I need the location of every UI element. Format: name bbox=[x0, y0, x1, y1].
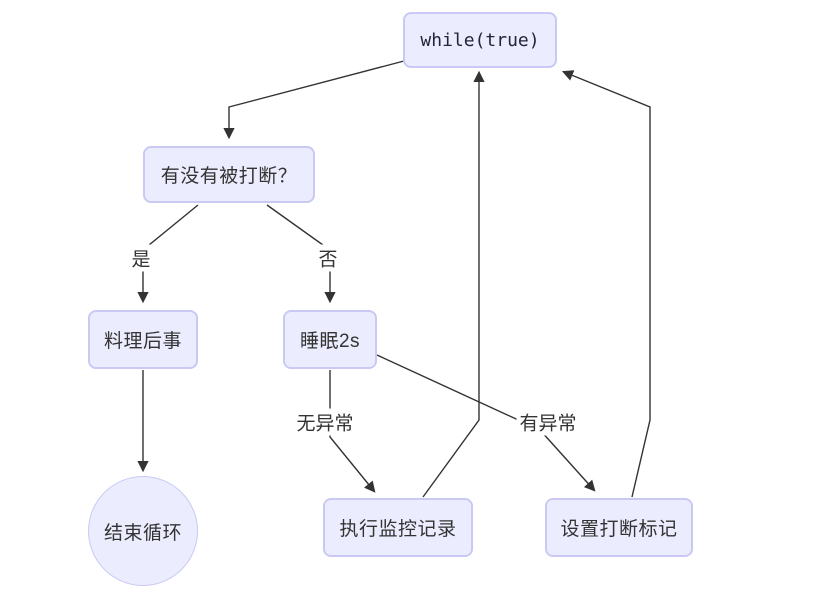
edge-while-to-check bbox=[223, 60, 405, 140]
node-monitor-record: 执行监控记录 bbox=[323, 498, 473, 557]
edge-flag-to-while bbox=[561, 70, 651, 498]
node-set-interrupt-flag: 设置打断标记 bbox=[545, 498, 693, 557]
edge-label-no: 否 bbox=[315, 244, 341, 272]
edge-label-has-exception: 有异常 bbox=[516, 408, 580, 436]
node-interrupted-check: 有没有被打断？ bbox=[143, 146, 315, 203]
edge-label-yes: 是 bbox=[128, 244, 154, 272]
edge-label-no-exception: 无异常 bbox=[293, 408, 357, 436]
node-cleanup: 料理后事 bbox=[88, 310, 198, 369]
node-while-loop: while(true) bbox=[403, 12, 557, 68]
edge-monitor-to-while bbox=[422, 70, 485, 498]
node-sleep-2s: 睡眠2s bbox=[283, 310, 377, 369]
edge-sleep-to-monitor bbox=[329, 370, 376, 493]
node-end-loop: 结束循环 bbox=[88, 476, 198, 586]
